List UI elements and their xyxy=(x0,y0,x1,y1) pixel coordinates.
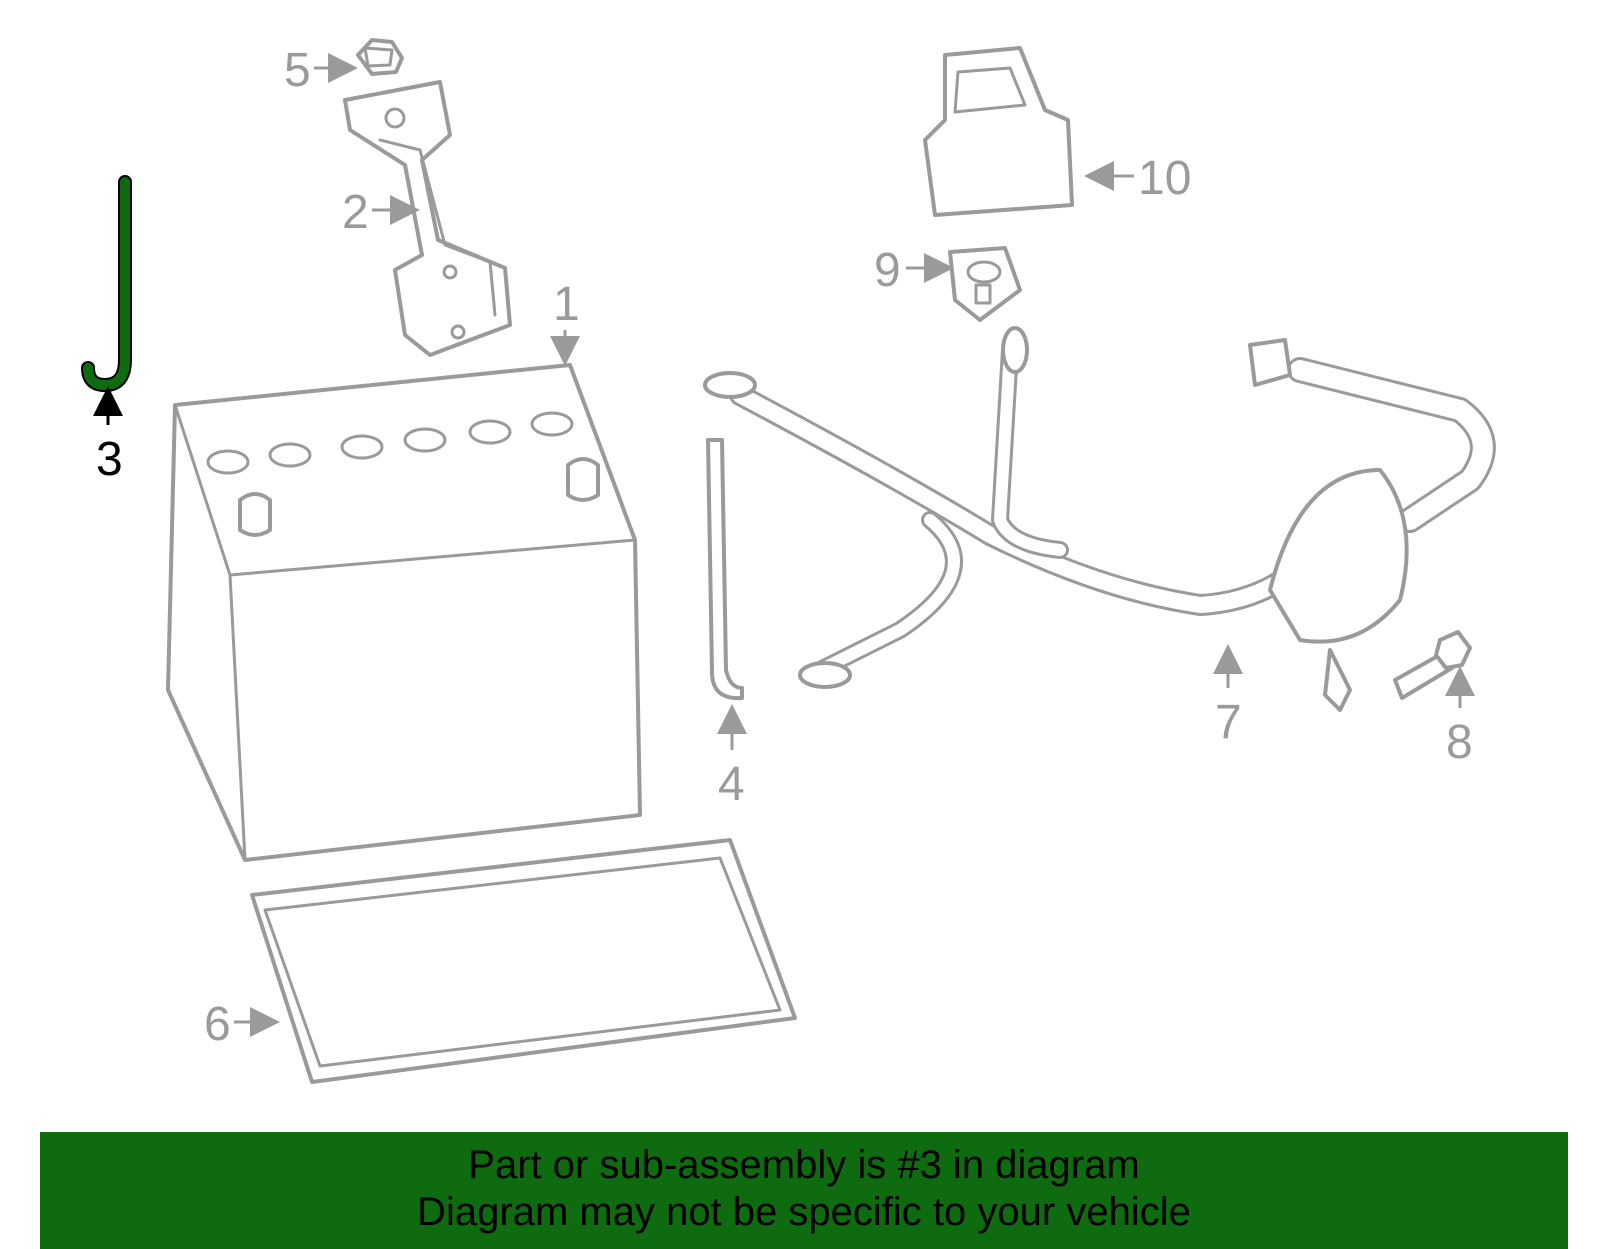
callout-arrows xyxy=(93,53,1475,1037)
callout-10: 10 xyxy=(1138,152,1191,205)
callout-5: 5 xyxy=(284,44,311,97)
callout-4: 4 xyxy=(718,758,745,811)
part-9-terminal-clamp xyxy=(948,246,1022,322)
part-5-nut xyxy=(356,38,404,76)
part-3-hook-rod xyxy=(81,175,132,393)
info-banner: Part or sub-assembly is #3 in diagram Di… xyxy=(40,1132,1568,1249)
callout-7: 7 xyxy=(1215,696,1242,749)
callout-1: 1 xyxy=(553,278,580,331)
part-6-tray xyxy=(250,838,797,1084)
part-10-cover xyxy=(923,46,1074,217)
part-2-hold-down-bracket xyxy=(343,80,512,357)
callout-2: 2 xyxy=(342,186,369,239)
banner-line-2: Diagram may not be specific to your vehi… xyxy=(417,1190,1191,1234)
callout-8: 8 xyxy=(1446,716,1473,769)
callout-3: 3 xyxy=(96,433,123,486)
banner-line-1: Part or sub-assembly is #3 in diagram xyxy=(468,1143,1140,1187)
callout-6: 6 xyxy=(204,998,231,1051)
part-1-battery xyxy=(166,363,642,862)
callout-9: 9 xyxy=(874,244,901,297)
part-4-rod xyxy=(706,438,744,701)
part-7-cable-harness xyxy=(703,326,1496,712)
